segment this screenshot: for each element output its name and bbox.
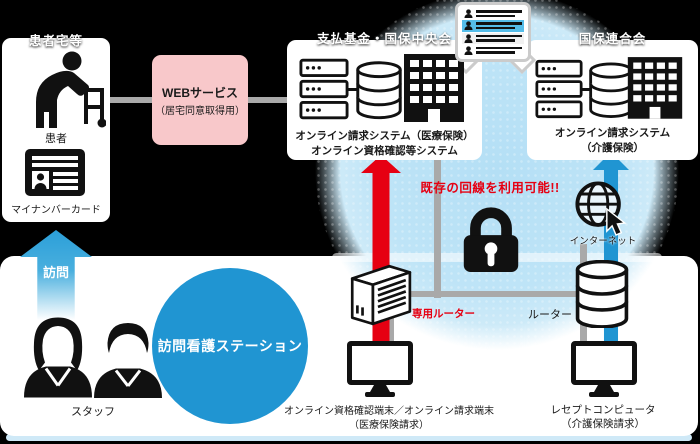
my-number-card-icon (25, 149, 85, 201)
database-icon (355, 60, 403, 125)
patient-label: 患者 (45, 133, 67, 145)
list-item-highlighted (462, 20, 524, 32)
visit-label: 訪問 (42, 265, 69, 280)
my-number-card-label: マイナンバーカード (11, 205, 101, 216)
recept-computer-label1: レセプトコンピュータ (550, 404, 656, 416)
fund-system2-label: オンライン資格確認等システム (311, 145, 458, 157)
dedicated-router-icon (344, 262, 414, 331)
fund-system1-label: オンライン請求システム（医療保険） (295, 130, 474, 142)
payment-fund-title: 支払基金・国保中央会 (316, 32, 452, 46)
router-label: ルーター (528, 309, 572, 321)
server-rack-icon (535, 58, 583, 125)
medical-terminal-label2: （医療保険請求） (349, 420, 429, 431)
existing-line-banner: 既存の回線を利用可能!! (420, 181, 560, 195)
lock-icon (459, 203, 523, 278)
list-item (462, 8, 524, 20)
web-service-box: WEBサービス （居宅同意取得用） (152, 55, 248, 145)
patient-home-title: 患者宅等 (28, 34, 83, 48)
connector-to-medical-terminal (387, 294, 394, 346)
recept-computer-label2: （介護保険請求） (561, 418, 645, 430)
person-icon (464, 33, 473, 43)
nursing-station-circle: 訪問看護ステーション (152, 268, 308, 424)
server-rack-icon (299, 58, 349, 125)
kokuho-system2-label: （介護保険） (581, 142, 644, 154)
dedicated-router-label: 専用ルーター (412, 308, 475, 320)
panel-shadow (6, 434, 692, 441)
list-item (462, 32, 524, 44)
elderly-patient-icon (22, 50, 107, 133)
recept-computer-monitor-icon (570, 340, 638, 403)
connector-fund-down (434, 158, 441, 298)
staff-female-icon (20, 315, 96, 403)
web-service-subtitle: （居宅同意取得用） (155, 105, 245, 117)
router-database-icon (574, 259, 630, 333)
internet-label: インターネット (569, 236, 637, 247)
kokuho-system1-label: オンライン請求システム (554, 127, 671, 139)
medical-terminal-label1: オンライン資格確認端末／オンライン請求端末 (284, 406, 494, 417)
medical-terminal-monitor-icon (346, 340, 414, 403)
list-item (462, 44, 524, 56)
staff-label: スタッフ (71, 406, 115, 418)
connector-horizontal (386, 291, 600, 297)
staff-male-icon (92, 320, 164, 403)
building-icon (626, 54, 684, 125)
person-icon (464, 46, 473, 55)
kokuho-federation-title: 国保連合会 (578, 32, 647, 46)
internet-globe-icon (574, 180, 630, 241)
rack-db-link (580, 88, 592, 91)
rack-db-link (346, 88, 358, 91)
insured-list-bubble (455, 2, 531, 62)
nursing-station-label: 訪問看護ステーション (157, 338, 303, 354)
person-icon (464, 9, 473, 19)
person-icon (464, 21, 473, 31)
web-service-title: WEBサービス (162, 85, 238, 100)
building-icon (402, 52, 466, 127)
